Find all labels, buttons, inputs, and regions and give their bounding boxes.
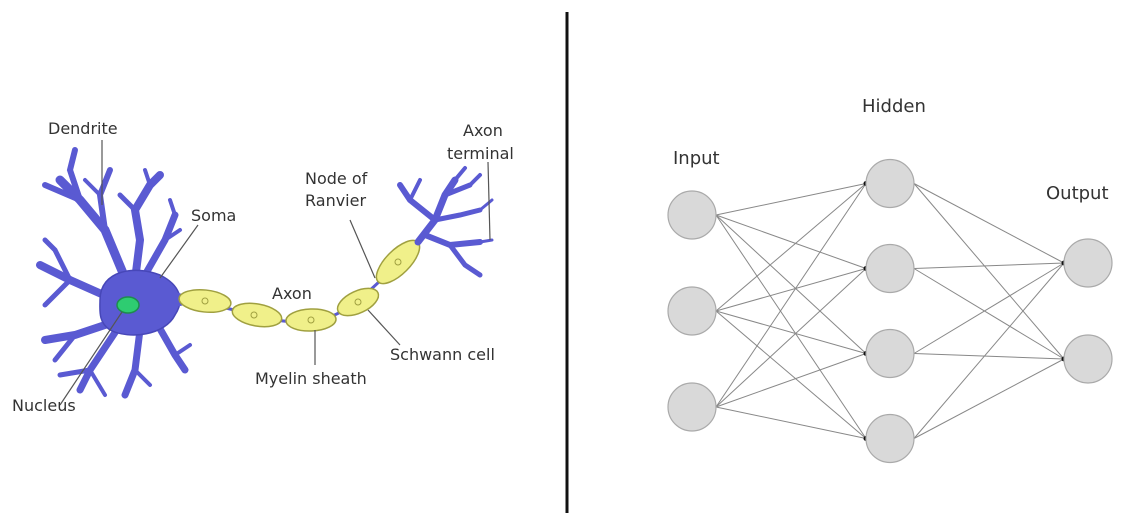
output-layer-label: Output (1046, 183, 1109, 204)
myelin-segment (178, 288, 232, 314)
network-edge (715, 183, 867, 216)
network-edge (715, 183, 867, 408)
hidden-node (865, 413, 915, 464)
input-layer-label: Input (673, 148, 720, 169)
myelin-sheath-label: Myelin sheath (255, 369, 367, 388)
output-node (1063, 334, 1113, 384)
network-edge (715, 310, 867, 354)
nucleus-label: Nucleus (12, 396, 76, 415)
hidden-layer-label: Hidden (862, 96, 926, 117)
input-node (667, 190, 717, 240)
neuron-illustration: Dendrite Soma Nucleus Axon Myelin sheath… (12, 119, 514, 415)
network-edge (715, 183, 867, 312)
output-node (1063, 238, 1113, 288)
input-node (667, 286, 717, 336)
network-edge (913, 268, 1065, 360)
node-of-ranvier-label-line1: Node of (305, 169, 368, 188)
nucleus-shape (116, 296, 140, 314)
myelin-segments (178, 239, 421, 332)
network-edge (715, 310, 867, 439)
axon-label: Axon (272, 284, 312, 303)
network-edges (715, 181, 1067, 441)
network-edge (715, 268, 867, 408)
network-edge (913, 262, 1065, 439)
input-node (667, 382, 717, 432)
network-edge (913, 262, 1065, 354)
label-leaders (59, 140, 491, 406)
network-edge (715, 214, 867, 439)
hidden-node (865, 243, 915, 294)
schwann-cell-label: Schwann cell (390, 345, 495, 364)
network-edge (913, 262, 1065, 269)
axon-terminal-label-line1: Axon (463, 121, 503, 140)
axon-terminal-label-line2: terminal (447, 144, 514, 163)
neural-network: Input Hidden Output (667, 96, 1113, 464)
network-edge (913, 183, 1065, 360)
myelin-segment (285, 308, 337, 332)
axon-terminals (397, 166, 494, 278)
network-edge (913, 353, 1065, 360)
soma-label: Soma (191, 206, 236, 225)
network-edge (715, 406, 867, 439)
network-edge (913, 183, 1065, 264)
network-edge (715, 214, 867, 269)
network-edge (715, 214, 867, 354)
node-of-ranvier-label-line2: Ranvier (305, 191, 366, 210)
network-edge (715, 353, 867, 408)
dendrite-label: Dendrite (48, 119, 118, 138)
network-nodes (667, 158, 1113, 464)
myelin-segment (336, 287, 380, 317)
network-edge (715, 268, 867, 312)
dendrites (36, 147, 192, 399)
soma-shape (99, 269, 181, 336)
hidden-node (865, 328, 915, 379)
network-edge (913, 358, 1065, 439)
hidden-node (865, 158, 915, 209)
